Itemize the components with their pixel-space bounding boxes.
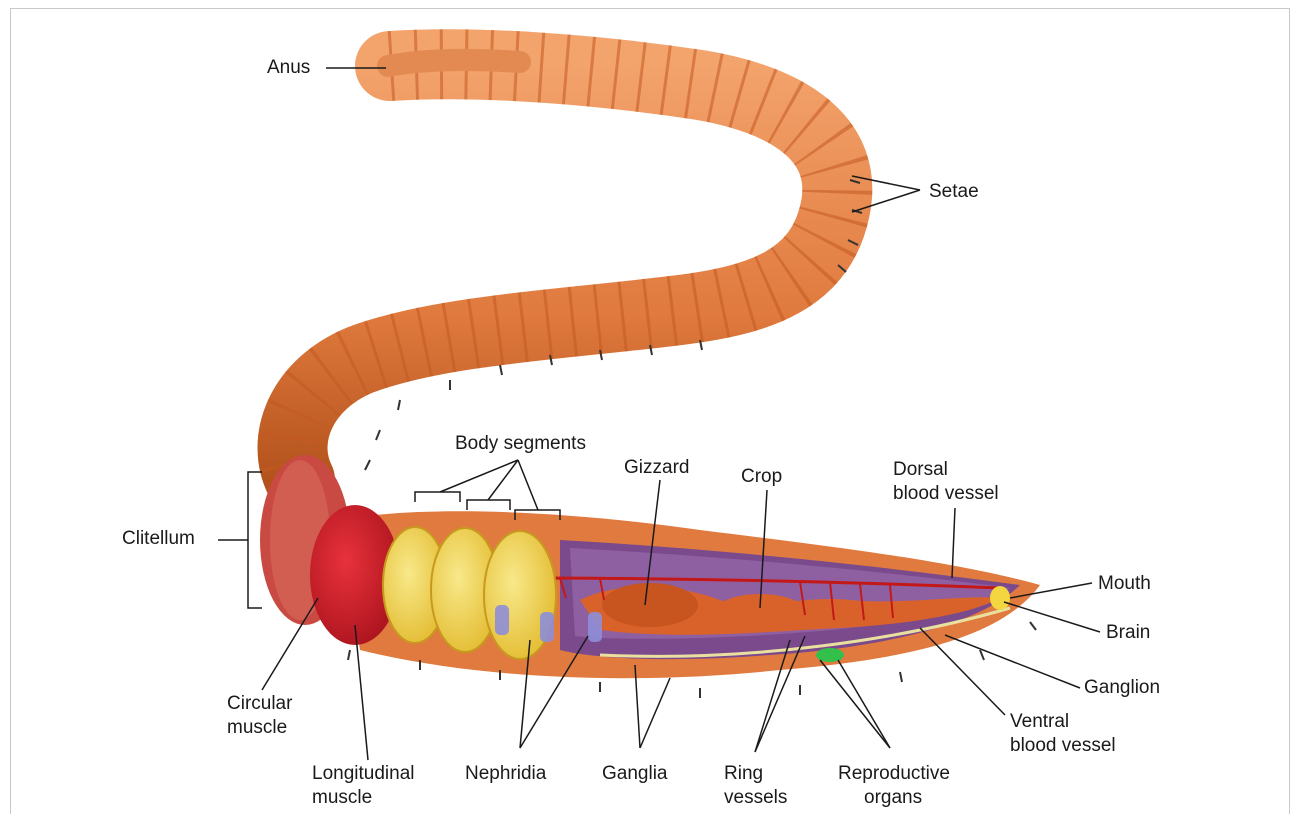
- label-nephridia: Nephridia: [465, 762, 546, 786]
- label-circular-line2: muscle: [227, 716, 292, 740]
- label-ganglion: Ganglion: [1084, 676, 1160, 700]
- label-dorsal-blood-vessel: Dorsal blood vessel: [893, 458, 999, 506]
- label-circular-muscle: Circular muscle: [227, 692, 292, 740]
- label-ventral-line2: blood vessel: [1010, 734, 1116, 758]
- label-repro-line2: organs: [838, 786, 950, 810]
- label-mouth: Mouth: [1098, 572, 1151, 596]
- label-ganglia: Ganglia: [602, 762, 668, 786]
- label-longitudinal-line2: muscle: [312, 786, 414, 810]
- worm-tail-tip: [388, 60, 520, 66]
- worm-upper-body: [293, 64, 838, 480]
- label-repro-line1: Reproductive: [838, 762, 950, 786]
- label-reproductive-organs: Reproductive organs: [838, 762, 950, 810]
- label-body-segments: Body segments: [455, 432, 586, 456]
- label-crop: Crop: [741, 465, 782, 489]
- label-ring-line2: vessels: [724, 786, 787, 810]
- label-gizzard: Gizzard: [624, 456, 689, 480]
- label-setae: Setae: [929, 180, 979, 204]
- brain-shape: [990, 586, 1010, 610]
- label-ring-line1: Ring: [724, 762, 787, 786]
- label-ring-vessels: Ring vessels: [724, 762, 787, 810]
- label-dorsal-line1: Dorsal: [893, 458, 999, 482]
- label-circular-line1: Circular: [227, 692, 292, 716]
- label-longitudinal-line1: Longitudinal: [312, 762, 414, 786]
- label-brain: Brain: [1106, 621, 1150, 645]
- label-clitellum: Clitellum: [122, 527, 195, 551]
- label-ventral-blood-vessel: Ventral blood vessel: [1010, 710, 1116, 758]
- gizzard-organ: [602, 583, 698, 627]
- label-dorsal-line2: blood vessel: [893, 482, 999, 506]
- label-anus: Anus: [267, 56, 310, 80]
- label-longitudinal-muscle: Longitudinal muscle: [312, 762, 414, 810]
- label-ventral-line1: Ventral: [1010, 710, 1116, 734]
